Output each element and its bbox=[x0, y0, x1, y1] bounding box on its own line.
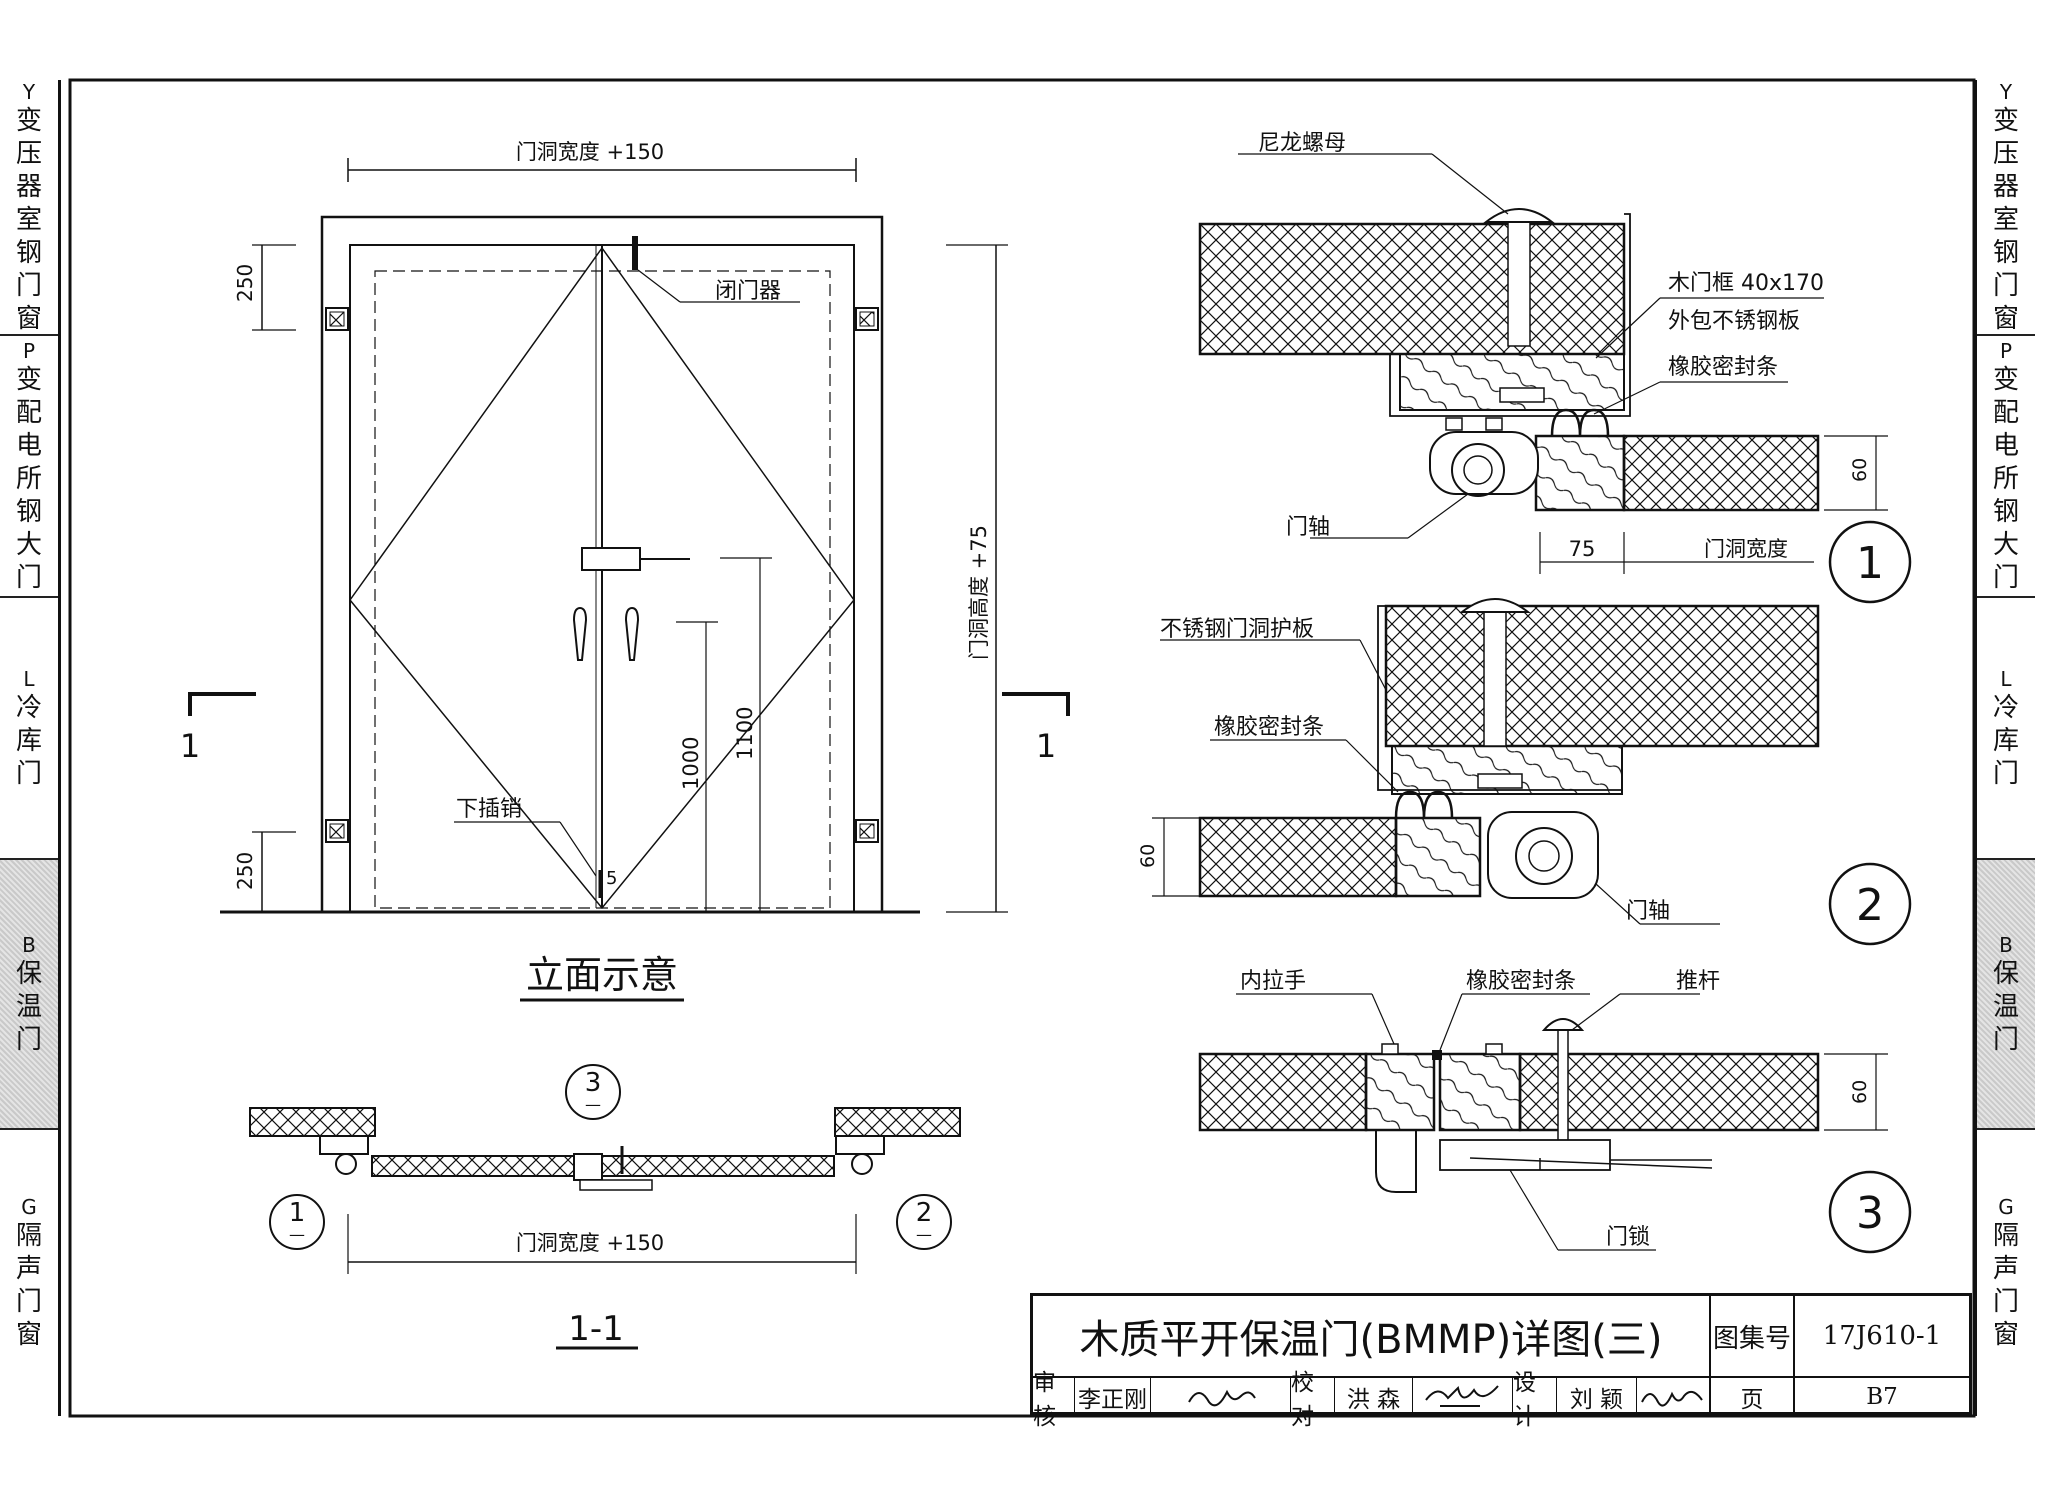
guard-label: 不锈钢门洞护板 bbox=[1160, 617, 1314, 642]
dim-width-label: 门洞宽度 bbox=[1704, 537, 1788, 561]
tab-b[interactable]: B 保温门 bbox=[0, 860, 58, 1130]
tab-code: B bbox=[1999, 932, 2013, 957]
elevation-view: 门洞宽度 +150 闭门器 bbox=[180, 140, 1070, 1002]
tab-code: P bbox=[1999, 338, 2013, 363]
tab-label: 保温门 bbox=[15, 958, 42, 1055]
tab-code: L bbox=[23, 666, 35, 691]
tab-p[interactable]: P 变配电所钢大门 bbox=[1977, 336, 2035, 598]
tab-label: 变压器室钢门窗 bbox=[15, 105, 42, 334]
detail-2: 不锈钢门洞护板 橡胶密封条 门轴 60 2 bbox=[1137, 598, 1912, 946]
tab-label: 冷库门 bbox=[1992, 692, 2019, 789]
dim-1000: 1000 bbox=[679, 737, 703, 790]
design-label: 设计 bbox=[1513, 1370, 1557, 1430]
tab-l[interactable]: L 冷库门 bbox=[1977, 598, 2035, 860]
dim-75: 75 bbox=[1569, 537, 1596, 561]
dim-60-1: 60 bbox=[1849, 458, 1871, 482]
tab-code: G bbox=[1998, 1195, 2014, 1219]
ref-3-dash: — bbox=[585, 1095, 601, 1114]
tab-label: 冷库门 bbox=[15, 692, 42, 789]
dim-250-bottom: 250 bbox=[233, 852, 257, 890]
section-1-1: 3 — 1 — 2 — 门洞宽度 +150 1-1 bbox=[249, 1064, 961, 1350]
nylon-nut-label: 尼龙螺母 bbox=[1258, 131, 1346, 156]
dim-1100: 1100 bbox=[733, 707, 757, 760]
closer-label: 闭门器 bbox=[715, 279, 781, 304]
tab-label: 保温门 bbox=[1992, 958, 2019, 1055]
push-label: 推杆 bbox=[1676, 969, 1720, 994]
tab-g[interactable]: G 隔声门窗 bbox=[1977, 1130, 2035, 1416]
ref-2-num: 2 bbox=[916, 1198, 933, 1228]
ref-2-dash: — bbox=[916, 1225, 932, 1244]
hinge-label-1: 门轴 bbox=[1286, 515, 1330, 540]
detail-1-number: 1 bbox=[1856, 538, 1884, 589]
ref-1-num: 1 bbox=[289, 1198, 306, 1228]
title-block: 木质平开保温门(BMMP)详图(三) 图集号 17J610-1 审核 李正刚 校… bbox=[1030, 1293, 1972, 1430]
hinge-icon bbox=[325, 307, 879, 843]
left-category-tabs: Y 变压器室钢门窗 P 变配电所钢大门 L 冷库门 B 保温门 G 隔声门窗 bbox=[0, 80, 61, 1416]
ref-1-dash: — bbox=[289, 1225, 305, 1244]
tab-code: G bbox=[21, 1195, 37, 1219]
rubber-label-2: 橡胶密封条 bbox=[1214, 715, 1324, 740]
drawing-title: 木质平开保温门(BMMP)详图(三) bbox=[1033, 1296, 1711, 1378]
tab-code: P bbox=[22, 338, 36, 363]
review-label: 审核 bbox=[1033, 1370, 1075, 1430]
check-signature bbox=[1413, 1378, 1513, 1415]
section-mark-right: 1 bbox=[1036, 727, 1056, 765]
bolt-label: 下插销 bbox=[456, 797, 522, 822]
detail-2-number: 2 bbox=[1856, 880, 1884, 931]
tab-code: Y bbox=[1999, 79, 2013, 104]
atlas-number: 17J610-1 bbox=[1795, 1296, 1969, 1378]
swing-indication bbox=[349, 246, 855, 910]
tab-label: 隔声门窗 bbox=[15, 1221, 42, 1350]
tab-y[interactable]: Y 变压器室钢门窗 bbox=[0, 80, 58, 336]
tab-label: 变压器室钢门窗 bbox=[1992, 105, 2019, 334]
section-mark-left: 1 bbox=[180, 727, 200, 765]
detail-3: 内拉手 橡胶密封条 推杆 门锁 60 3 bbox=[1198, 969, 1912, 1254]
section-title: 1-1 bbox=[568, 1309, 624, 1349]
page-label: 页 bbox=[1711, 1378, 1795, 1415]
tab-p[interactable]: P 变配电所钢大门 bbox=[0, 336, 58, 598]
tab-code: Y bbox=[22, 79, 36, 104]
frame-label-1: 木门框 40x170 bbox=[1668, 271, 1824, 296]
tab-code: L bbox=[2000, 666, 2012, 691]
door-closer-icon bbox=[632, 236, 638, 270]
tab-l[interactable]: L 冷库门 bbox=[0, 598, 58, 860]
elevation-title: 立面示意 bbox=[526, 953, 678, 997]
lock-label: 门锁 bbox=[1606, 1225, 1650, 1250]
section-width-dim: 门洞宽度 +150 bbox=[516, 1231, 664, 1255]
frame-label-2: 外包不锈钢板 bbox=[1668, 309, 1800, 334]
tab-code: B bbox=[22, 932, 36, 957]
tab-y[interactable]: Y 变压器室钢门窗 bbox=[1977, 80, 2035, 336]
page-number: B7 bbox=[1866, 1383, 1898, 1410]
tab-b[interactable]: B 保温门 bbox=[1977, 860, 2035, 1130]
dim-250-top: 250 bbox=[233, 264, 257, 302]
handle-label: 内拉手 bbox=[1240, 969, 1306, 994]
sheet-border bbox=[68, 78, 1976, 1418]
check-label: 校对 bbox=[1291, 1370, 1335, 1430]
rubber-label-1: 橡胶密封条 bbox=[1668, 355, 1778, 380]
top-width-dim: 门洞宽度 +150 bbox=[516, 140, 664, 164]
tab-label: 变配电所钢大门 bbox=[15, 364, 42, 593]
dim-60-3: 60 bbox=[1849, 1080, 1871, 1104]
detail-1: 尼龙螺母 木门框 40x170 外包不锈钢板 橡胶密封条 门轴 75 门洞宽度 … bbox=[1198, 131, 1912, 604]
height-dim: 门洞高度 +75 bbox=[967, 525, 991, 660]
hinge-label-2: 门轴 bbox=[1626, 899, 1670, 924]
tab-label: 变配电所钢大门 bbox=[1992, 364, 2019, 593]
tab-g[interactable]: G 隔声门窗 bbox=[0, 1130, 58, 1416]
atlas-label: 图集号 bbox=[1711, 1296, 1795, 1378]
dim-5: 5 bbox=[606, 868, 617, 889]
tab-label: 隔声门窗 bbox=[1992, 1221, 2019, 1350]
detail-3-number: 3 bbox=[1856, 1188, 1884, 1239]
check-name: 洪 森 bbox=[1335, 1378, 1413, 1415]
ref-3-num: 3 bbox=[585, 1068, 602, 1098]
lock-hardware-icon bbox=[572, 547, 690, 661]
review-signature bbox=[1151, 1378, 1291, 1415]
design-signature bbox=[1637, 1378, 1711, 1415]
review-name: 李正刚 bbox=[1075, 1378, 1151, 1415]
rubber-label-3: 橡胶密封条 bbox=[1466, 969, 1576, 994]
design-name: 刘 颖 bbox=[1557, 1378, 1637, 1415]
dim-60-2: 60 bbox=[1137, 844, 1159, 868]
